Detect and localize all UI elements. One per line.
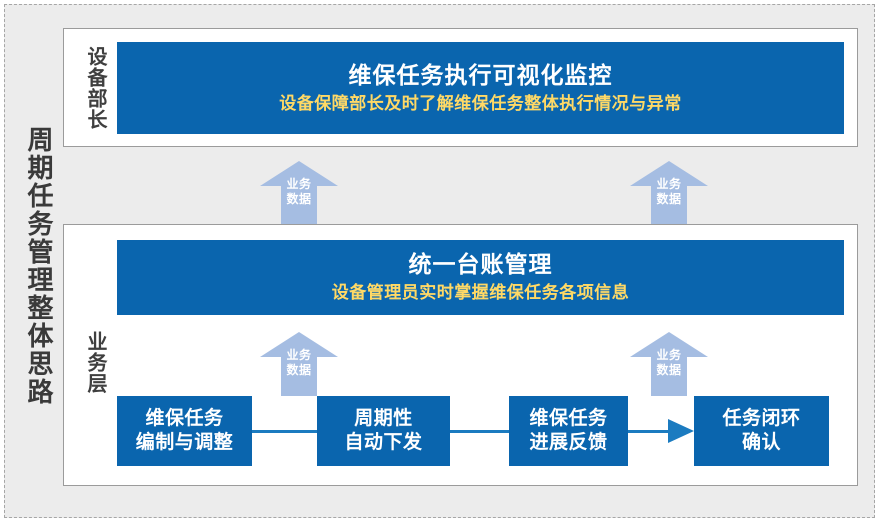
process-box-3-line1: 维保任务	[529, 407, 608, 429]
process-box-4-line2: 确认	[741, 432, 781, 453]
arrow-label-c-line1: 业务	[286, 348, 312, 362]
process-box-progress-feedback: 维保任务 进展反馈	[509, 396, 628, 466]
arrow-label-b-line2: 数据	[656, 192, 682, 206]
connector-line-2	[450, 430, 509, 433]
process-box-closure-confirm: 任务闭环 确认	[694, 396, 829, 466]
arrow-label-c: 业务 数据	[260, 348, 338, 378]
process-box-auto-dispatch: 周期性 自动下发	[317, 396, 450, 466]
arrow-label-a-line1: 业务	[286, 177, 312, 191]
banner-ledger: 统一台账管理 设备管理员实时掌握维保任务各项信息	[117, 240, 844, 315]
up-arrow-icon-d: 业务 数据	[630, 332, 708, 396]
arrow-label-d-line1: 业务	[656, 348, 682, 362]
banner-ledger-subtitle: 设备管理员实时掌握维保任务各项信息	[331, 283, 630, 303]
arrow-head-d	[630, 332, 708, 357]
process-box-2-line2: 自动下发	[344, 432, 423, 453]
process-box-4-line1: 任务闭环	[722, 407, 801, 429]
up-arrow-icon-b: 业务 数据	[630, 161, 708, 225]
up-arrow-icon-a: 业务 数据	[260, 161, 338, 225]
connector-line-1	[252, 430, 317, 433]
arrow-label-d-line2: 数据	[656, 363, 682, 377]
role-label-manager: 设备部长	[84, 46, 106, 130]
arrow-label-a: 业务 数据	[260, 177, 338, 207]
arrow-label-b-line1: 业务	[656, 177, 682, 191]
process-box-1-line1: 维保任务	[145, 407, 224, 429]
role-label-business: 业务层	[84, 330, 106, 394]
right-arrowhead-icon	[668, 419, 694, 443]
banner-monitoring-subtitle: 设备保障部长及时了解维保任务整体执行情况与异常	[279, 93, 682, 113]
arrow-label-b: 业务 数据	[630, 177, 708, 207]
arrow-head-c	[260, 332, 338, 357]
arrow-label-a-line2: 数据	[286, 192, 312, 206]
arrow-label-d: 业务 数据	[630, 348, 708, 378]
connector-line-3	[628, 430, 672, 433]
arrow-head-b	[630, 161, 708, 186]
arrow-shaft-a	[281, 185, 317, 225]
process-box-3-line2: 进展反馈	[529, 432, 608, 453]
diagram-vertical-title: 周期任务管理整体思路	[24, 126, 54, 406]
arrow-shaft-d	[651, 356, 687, 396]
arrow-label-c-line2: 数据	[286, 363, 312, 377]
process-box-1-line2: 编制与调整	[135, 432, 234, 453]
banner-ledger-title: 统一台账管理	[408, 251, 553, 278]
banner-monitoring-title: 维保任务执行可视化监控	[348, 61, 613, 88]
arrow-head-a	[260, 161, 338, 186]
arrow-shaft-b	[651, 185, 687, 225]
up-arrow-icon-c: 业务 数据	[260, 332, 338, 396]
process-box-2-line1: 周期性	[354, 407, 413, 429]
arrow-shaft-c	[281, 356, 317, 396]
banner-monitoring: 维保任务执行可视化监控 设备保障部长及时了解维保任务整体执行情况与异常	[117, 42, 844, 134]
process-box-task-planning: 维保任务 编制与调整	[117, 396, 252, 466]
